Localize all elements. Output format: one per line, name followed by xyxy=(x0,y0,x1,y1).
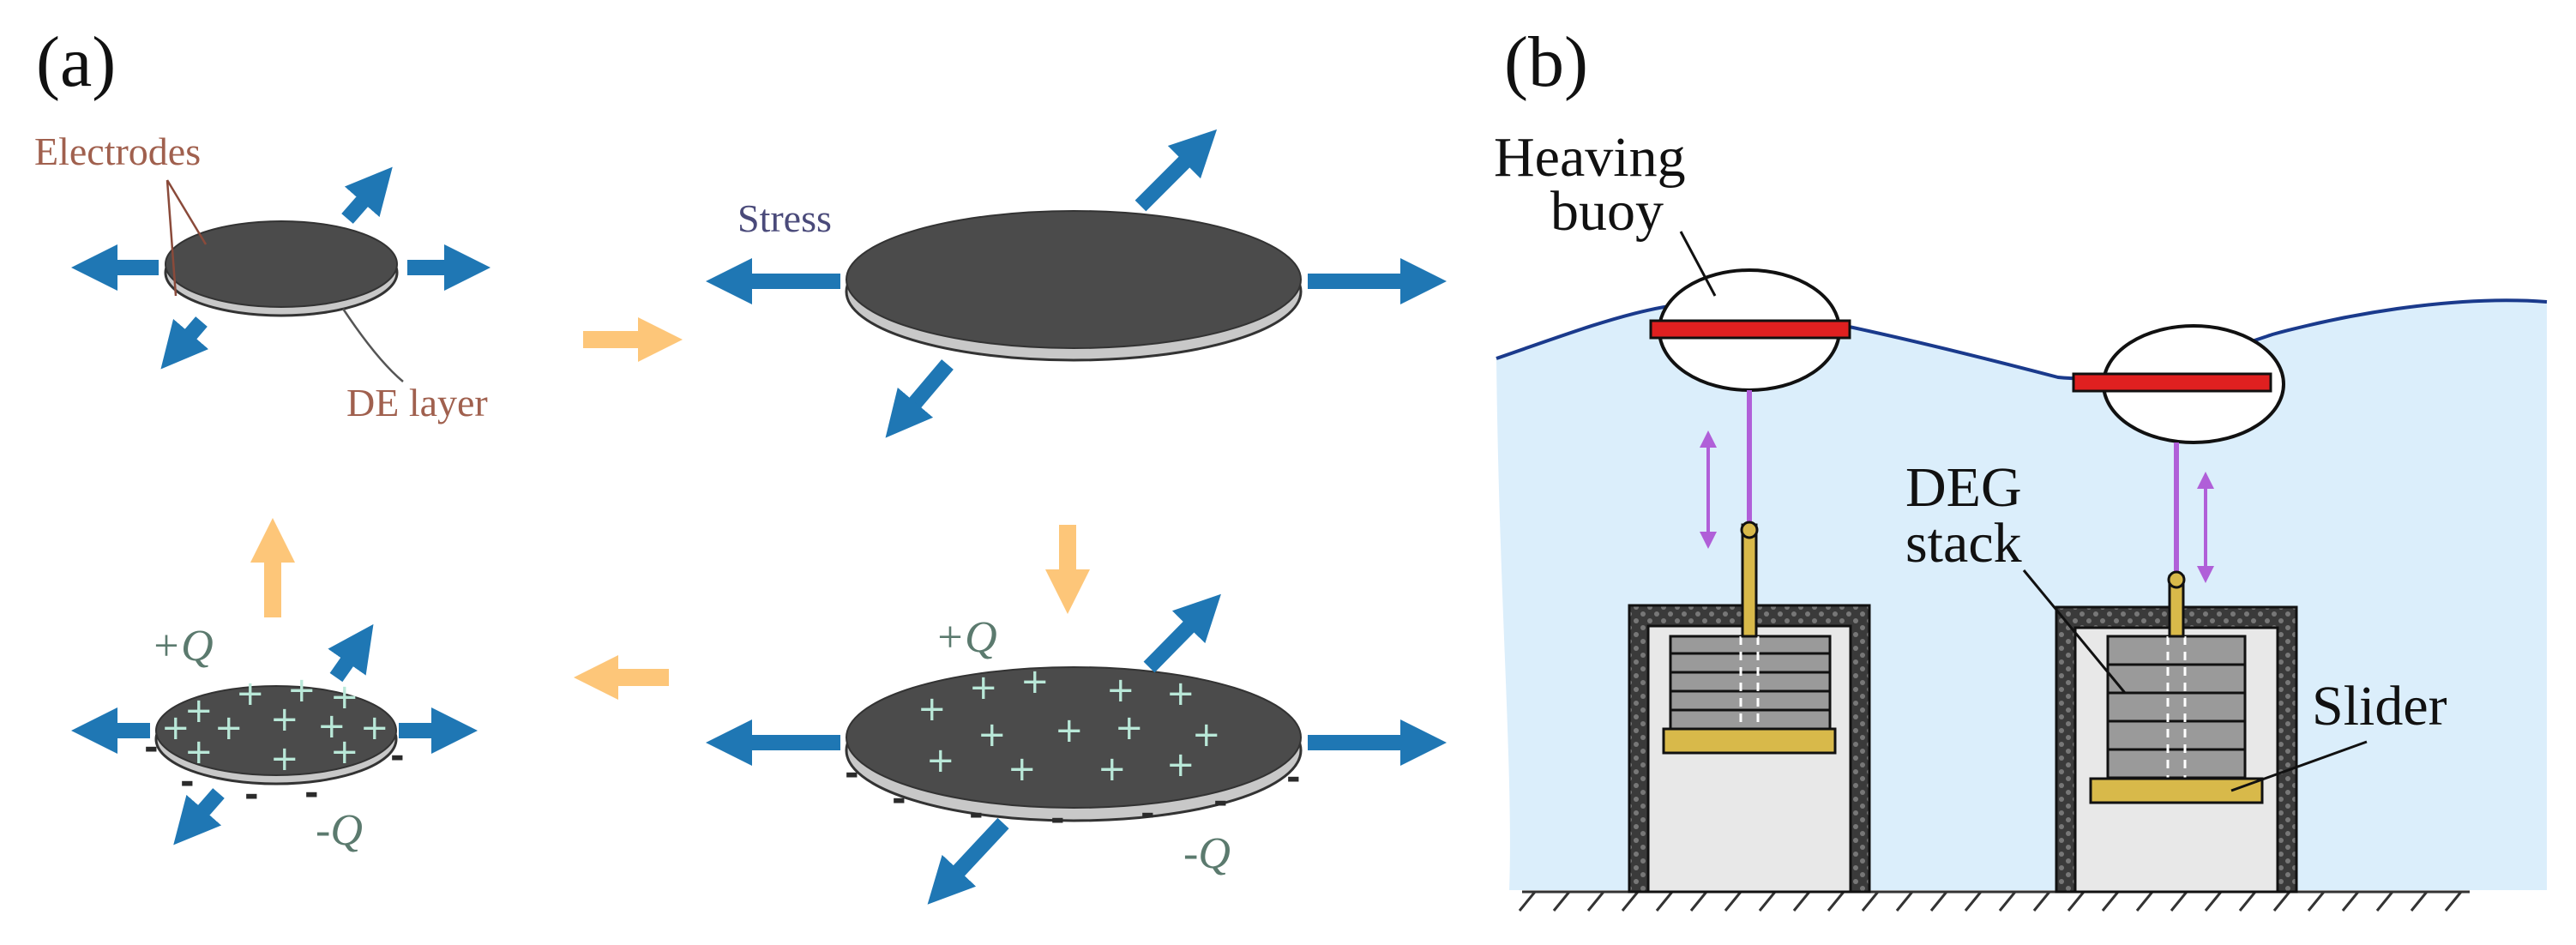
slider-right xyxy=(2089,777,2264,804)
svg-text:+: + xyxy=(1098,749,1127,789)
deg-stack-label-line1: DEG xyxy=(1905,456,2022,519)
svg-text:+: + xyxy=(360,708,389,748)
charge-minus-bottom: -Q xyxy=(316,806,363,855)
heaving-buoy-leader xyxy=(1679,231,1717,297)
disc-large-charged xyxy=(845,666,1303,822)
svg-text:+: + xyxy=(1166,674,1195,713)
svg-text:-: - xyxy=(180,762,195,802)
svg-text:-: - xyxy=(304,773,319,813)
stress-arrows-small-top xyxy=(71,166,491,370)
charge-plus-bottom: +Q xyxy=(151,622,214,671)
buoy-left-plate xyxy=(1649,319,1851,340)
minus-charges-small: - - - - - xyxy=(144,728,405,815)
svg-text:+: + xyxy=(926,741,955,780)
disc-large-top xyxy=(845,210,1303,362)
svg-text:+: + xyxy=(184,732,214,772)
stress-arrows-small-charged xyxy=(71,623,478,846)
stress-arrows-large-charged xyxy=(706,593,1447,905)
slider-leader xyxy=(2230,740,2368,792)
svg-text:+: + xyxy=(214,708,244,748)
piston-rod-left xyxy=(1741,523,1758,638)
heaving-buoy-label-line2: buoy xyxy=(1550,180,1664,243)
disc-small-top xyxy=(164,220,399,317)
electrodes-leader xyxy=(166,179,208,297)
svg-text:-: - xyxy=(1213,782,1228,822)
svg-text:-: - xyxy=(969,794,984,834)
svg-text:+: + xyxy=(978,715,1007,755)
stress-label: Stress xyxy=(737,196,832,240)
svg-text:+: + xyxy=(1166,745,1195,785)
svg-text:+: + xyxy=(969,668,998,707)
buoy-right xyxy=(2072,324,2285,444)
svg-text:+: + xyxy=(317,707,346,746)
svg-text:+: + xyxy=(270,700,299,739)
svg-text:+: + xyxy=(161,708,190,748)
panel-a: (a) Electrodes DE layer Stress xyxy=(34,22,1447,905)
deg-housing-left xyxy=(1628,521,1871,894)
svg-text:-: - xyxy=(390,737,405,776)
svg-text:+: + xyxy=(270,739,299,779)
slider-left xyxy=(1662,727,1837,755)
de-layer-leader xyxy=(341,308,404,382)
svg-text:-: - xyxy=(845,754,859,793)
svg-text:+: + xyxy=(184,691,214,731)
buoy-left xyxy=(1649,268,1851,392)
ground xyxy=(1518,890,2470,912)
deg-stack-label-line2: stack xyxy=(1905,512,2022,575)
disc-small-charged xyxy=(154,685,398,785)
svg-text:-: - xyxy=(244,775,259,815)
svg-text:+: + xyxy=(1192,715,1221,755)
svg-text:+: + xyxy=(1008,749,1037,789)
svg-text:+: + xyxy=(1020,662,1050,701)
svg-text:-: - xyxy=(1286,758,1301,798)
panel-b-label: (b) xyxy=(1504,22,1588,102)
svg-text:-: - xyxy=(1141,794,1155,834)
svg-text:+: + xyxy=(330,732,359,772)
plus-charges-small: + + + + + + + + + + + + xyxy=(161,671,389,779)
svg-text:-: - xyxy=(1050,799,1065,839)
deg-housing-right xyxy=(2055,570,2298,894)
svg-text:+: + xyxy=(330,677,359,717)
buoy-right-plate xyxy=(2072,372,2272,393)
svg-text:+: + xyxy=(1115,708,1144,748)
svg-text:+: + xyxy=(918,689,947,729)
panel-b: (b) xyxy=(1494,22,2548,912)
charge-plus-top: +Q xyxy=(935,613,997,662)
deg-stack-right xyxy=(2106,635,2247,779)
svg-text:+: + xyxy=(1106,671,1135,710)
svg-text:-: - xyxy=(892,779,906,819)
slider-label: Slider xyxy=(2312,675,2447,737)
electrodes-label: Electrodes xyxy=(34,129,201,173)
de-layer-label: DE layer xyxy=(346,381,488,424)
stress-arrows-large-top xyxy=(706,129,1447,438)
charge-minus-top: -Q xyxy=(1183,829,1231,878)
panel-a-label: (a) xyxy=(36,22,116,102)
svg-text:+: + xyxy=(1055,711,1084,750)
minus-charges-large: - - - - - - - xyxy=(845,754,1301,839)
svg-text:+: + xyxy=(287,671,316,710)
plus-charges-large: + + + + + + + + + + + + + xyxy=(918,662,1221,789)
deg-stack-leader xyxy=(2022,569,2127,694)
heaving-buoy-label-line1: Heaving xyxy=(1494,126,1686,189)
deg-stack-left xyxy=(1669,635,1832,731)
svg-text:+: + xyxy=(236,674,265,713)
